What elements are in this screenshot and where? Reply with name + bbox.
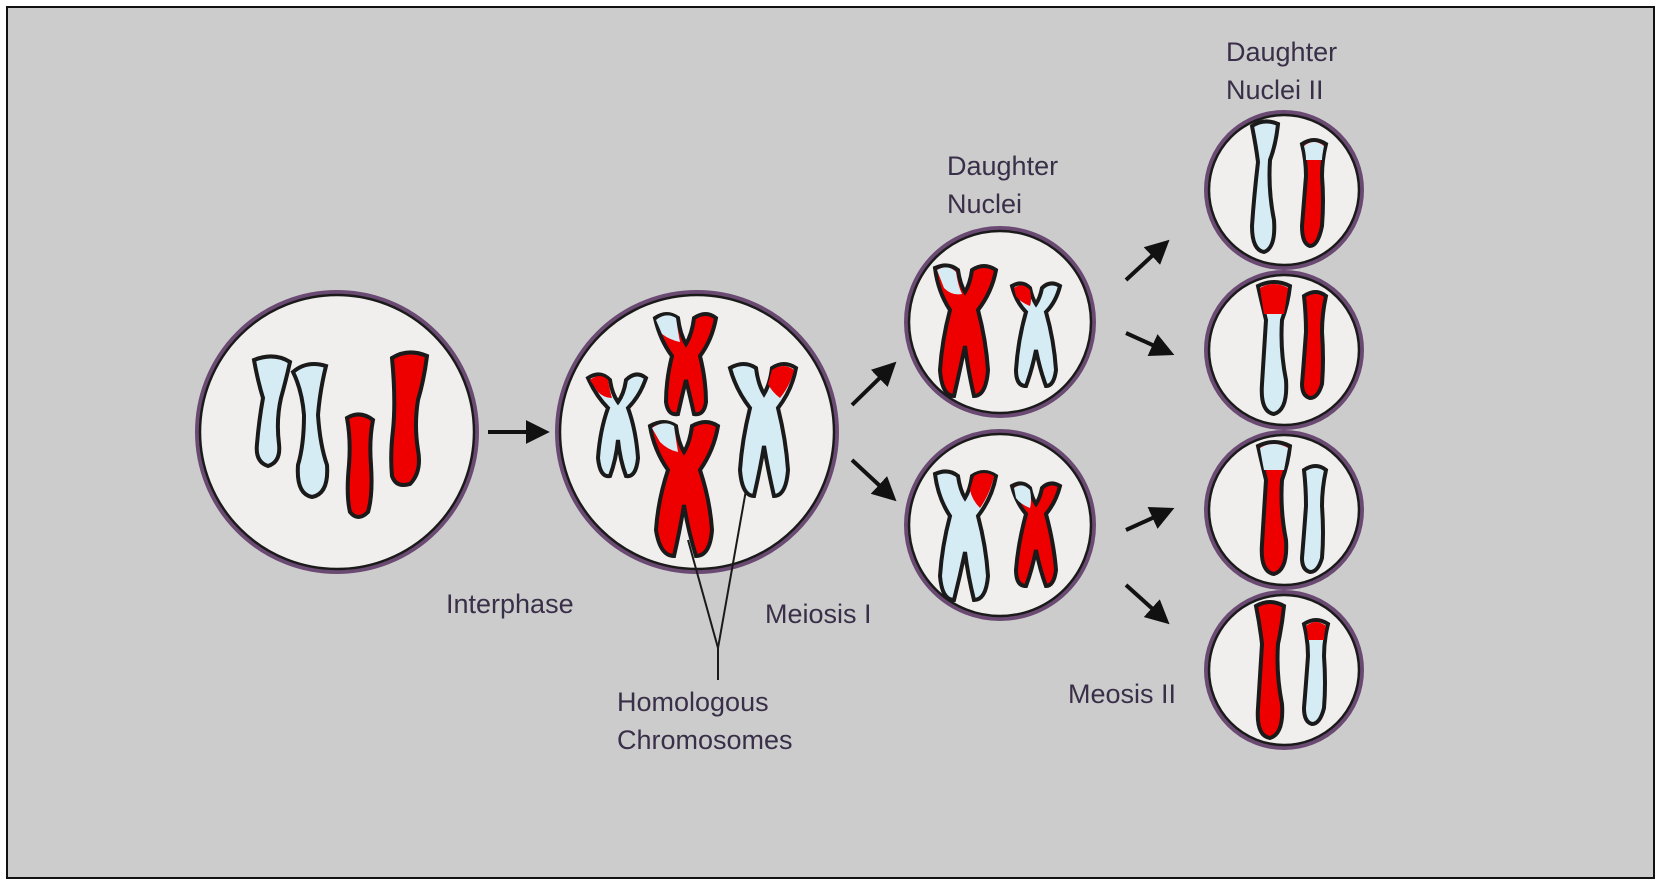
interphase-cell bbox=[197, 292, 477, 572]
label-daughter-nuclei-ii-1: Daughter bbox=[1226, 34, 1337, 70]
daughter-nucleus-2-2 bbox=[1206, 272, 1362, 428]
arrow-to-dn2-2 bbox=[1126, 333, 1170, 353]
daughter-nucleus-2-1 bbox=[1206, 112, 1362, 268]
label-daughter-nuclei-1: Daughter bbox=[947, 148, 1058, 184]
label-interphase: Interphase bbox=[446, 586, 574, 622]
arrow-to-dn2-3 bbox=[1126, 510, 1170, 530]
label-daughter-nuclei-ii-2: Nuclei II bbox=[1226, 72, 1324, 108]
chromosome-red-short bbox=[347, 414, 373, 517]
daughter-nucleus-2-4 bbox=[1206, 592, 1362, 748]
label-meiosis-1: Meiosis I bbox=[765, 596, 872, 632]
arrow-to-daughter-bottom bbox=[852, 460, 893, 498]
label-daughter-nuclei-2: Nuclei bbox=[947, 186, 1022, 222]
daughter-nucleus-top bbox=[906, 228, 1094, 416]
daughter-nucleus-bottom bbox=[906, 431, 1094, 619]
arrow-to-dn2-1 bbox=[1126, 243, 1166, 280]
arrow-to-daughter-top bbox=[852, 365, 893, 405]
label-meiosis-2: Meosis II bbox=[1068, 676, 1176, 712]
label-homologous-1: Homologous bbox=[617, 684, 769, 720]
daughter-nucleus-2-3 bbox=[1206, 432, 1362, 588]
label-homologous-2: Chromosomes bbox=[617, 722, 793, 758]
arrow-to-dn2-4 bbox=[1126, 585, 1166, 621]
